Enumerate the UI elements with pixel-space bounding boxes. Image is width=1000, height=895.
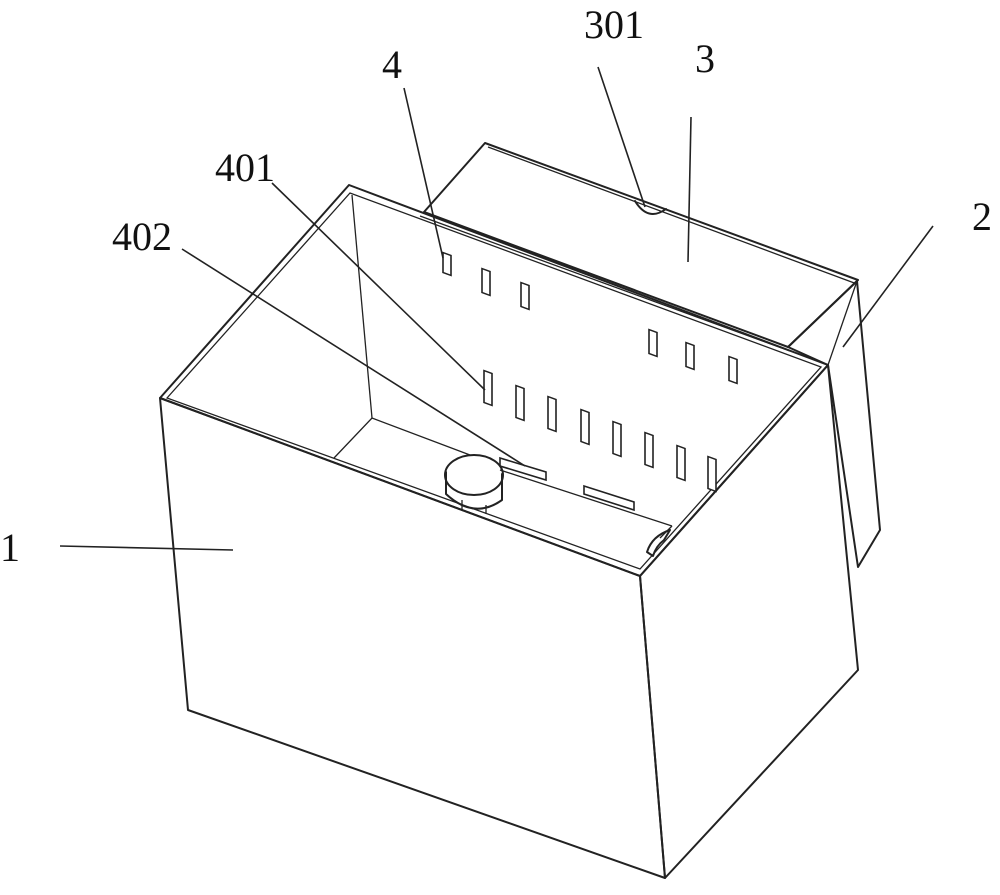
label-401: 401 [215,145,275,190]
knob-right [647,530,670,556]
label-402: 402 [112,214,172,259]
leader-1 [60,546,233,550]
bottom-slots [500,458,634,510]
leader-402 [182,249,525,466]
leader-lines [60,67,933,550]
box-front-face [160,398,665,878]
label-301: 301 [584,2,644,47]
cover-plate [420,143,858,351]
box-right-face [640,365,858,878]
label-3: 3 [695,36,715,81]
leader-4 [404,88,443,258]
label-4: 4 [382,42,402,87]
reference-labels: 1 2 3 301 4 401 402 [0,2,992,570]
leader-301 [598,67,645,207]
knob-left [445,455,503,514]
leader-2 [843,226,933,347]
leader-401 [272,183,485,390]
box [160,185,858,878]
label-1: 1 [0,525,20,570]
leader-3 [688,117,691,262]
label-2: 2 [972,194,992,239]
partition-slots [443,253,737,492]
